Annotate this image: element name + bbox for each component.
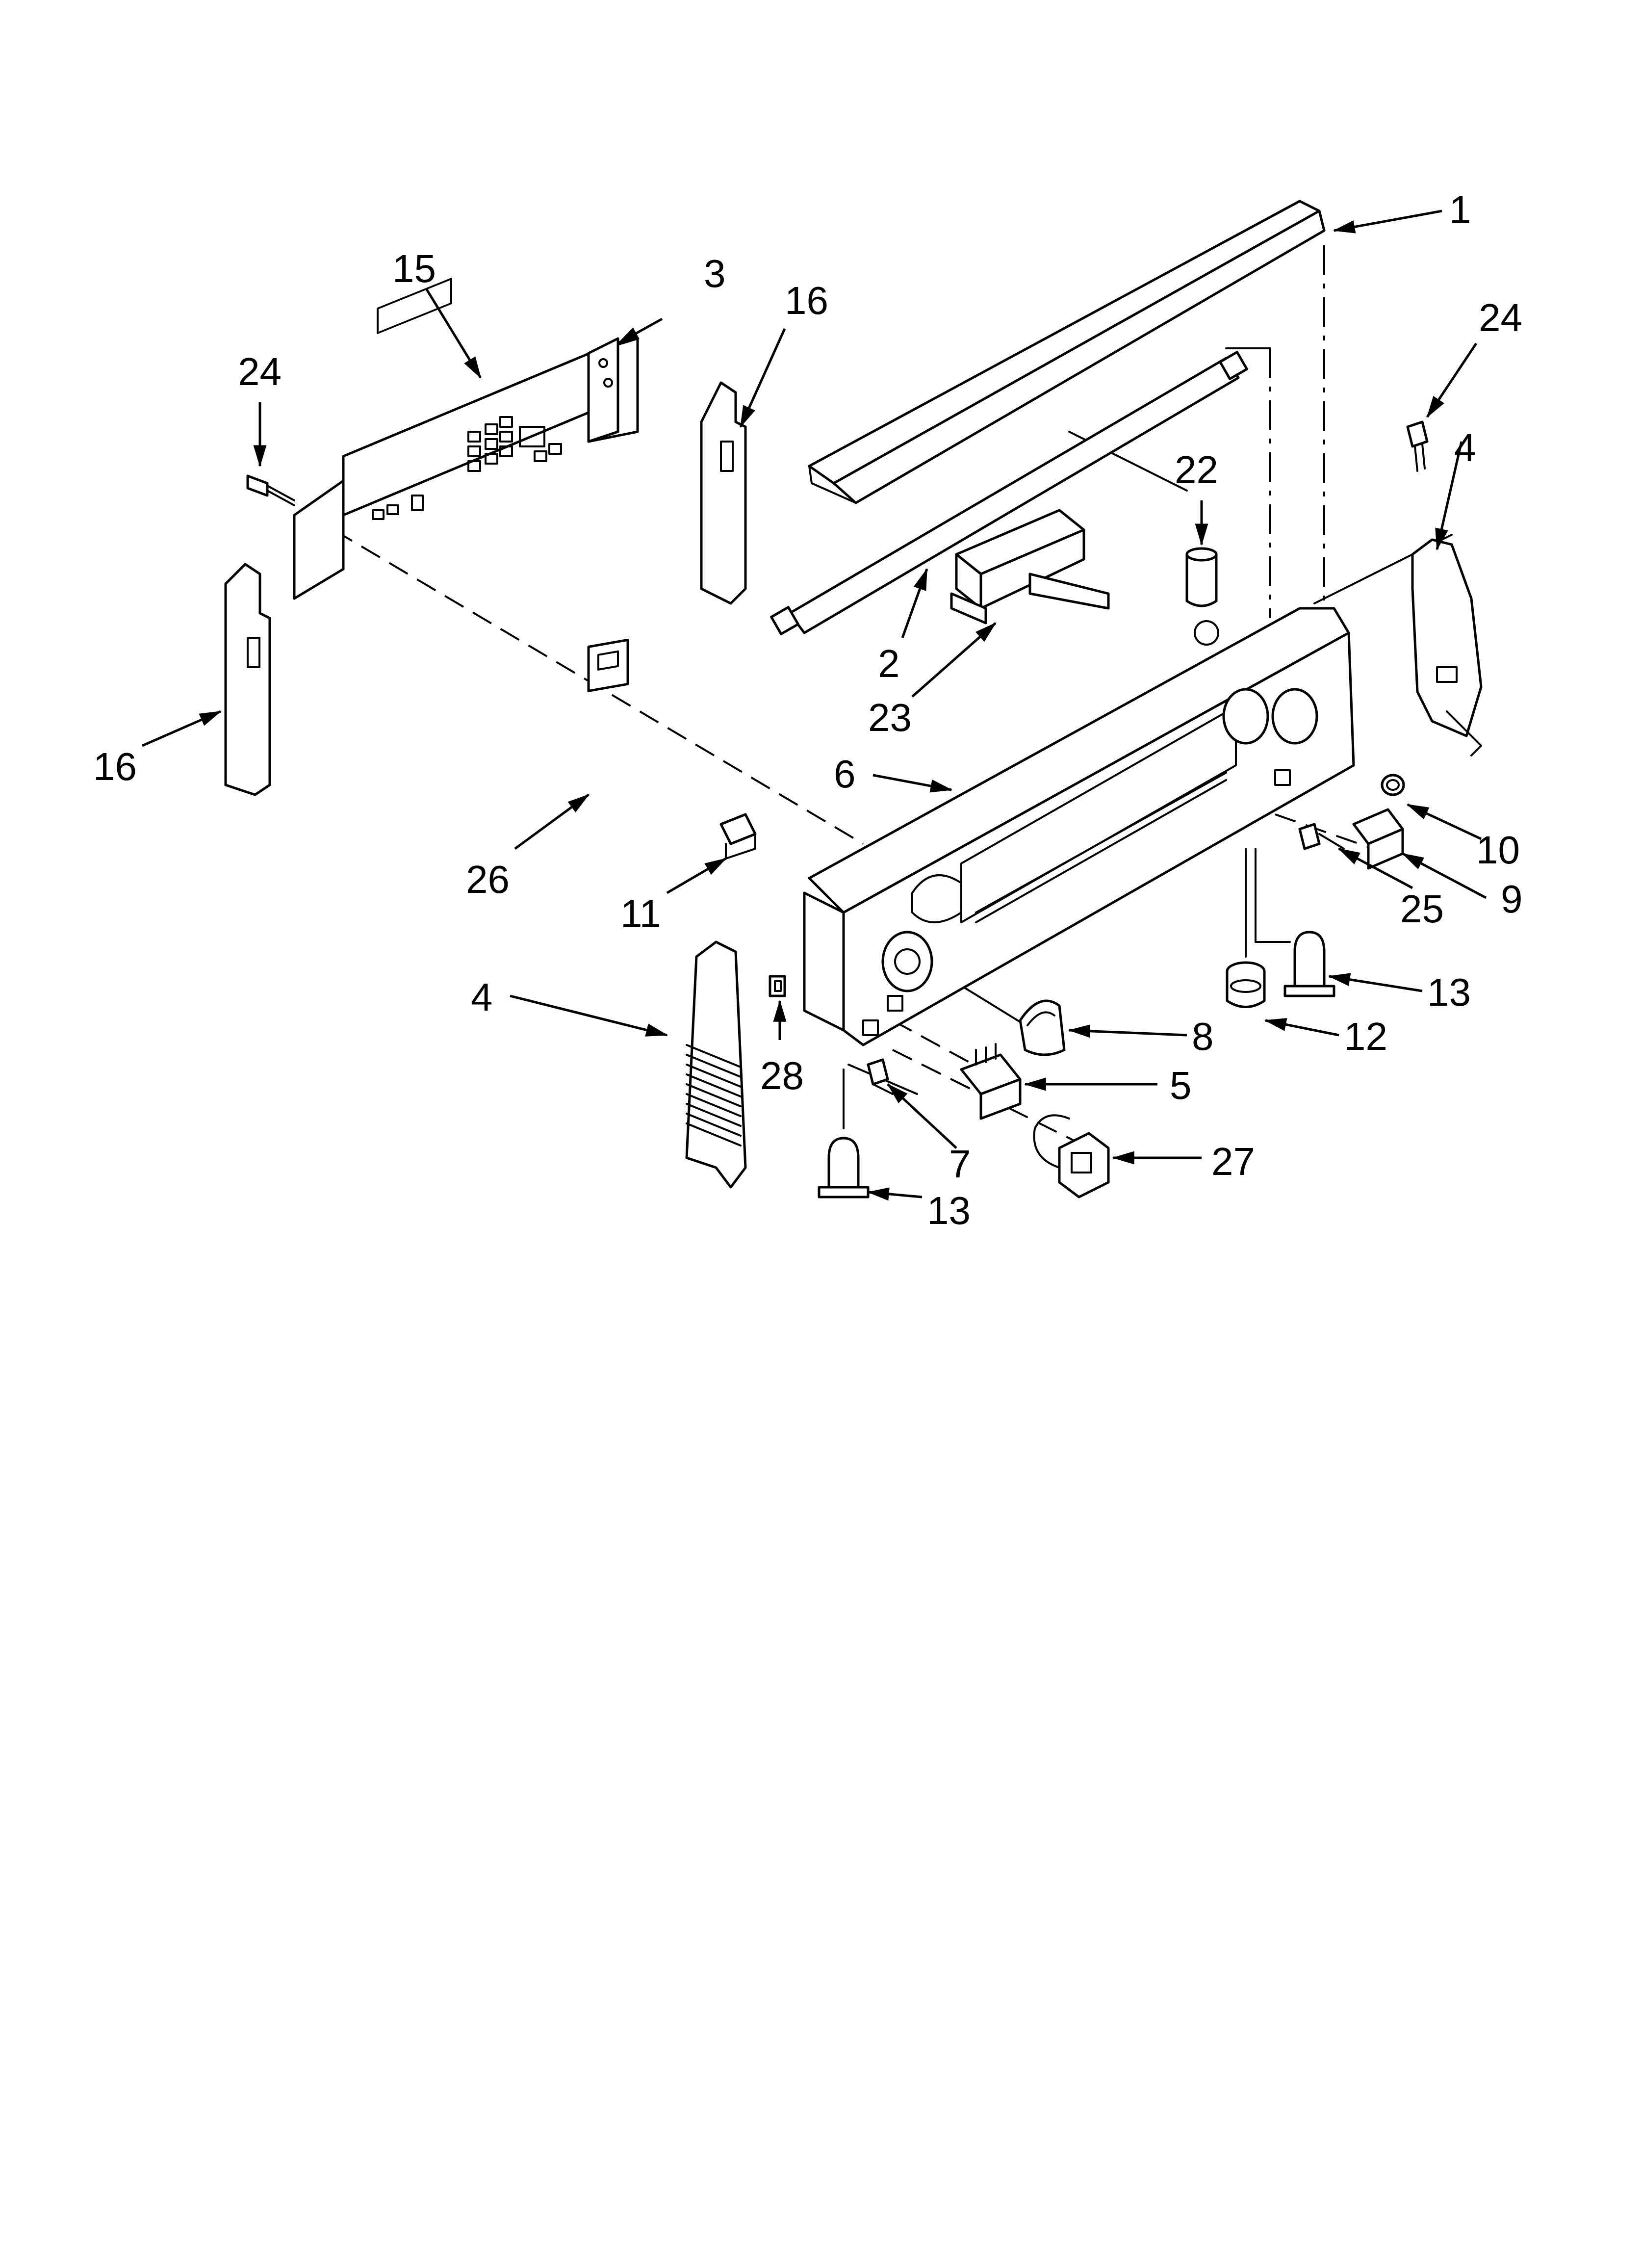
screw-24-right [1406,420,1429,472]
capacitor-part [1185,547,1218,607]
callout-28: 28 [760,1054,804,1097]
button-10-part [1381,774,1405,796]
callout-22: 22 [1175,448,1218,492]
screw-7 [867,1058,894,1095]
end-bracket-right-part [1411,538,1483,756]
leader-arrows [141,209,1487,1201]
callout-16-right: 16 [785,279,828,322]
switch-26-part [587,638,629,692]
callout-8: 8 [1192,1015,1214,1058]
callout-23: 23 [868,696,912,739]
callout-9: 9 [1501,877,1523,921]
foot-13-right-part [1283,931,1335,997]
callout-10: 10 [1476,828,1520,872]
callout-4-left: 4 [471,975,493,1019]
callout-5: 5 [1170,1064,1192,1107]
knob-8-part [1019,999,1066,1056]
callout-6: 6 [834,752,856,796]
end-cap-left-part [685,940,747,1189]
callout-24-right: 24 [1479,296,1522,339]
callout-13-right: 13 [1427,970,1471,1014]
screw-25 [1298,823,1345,850]
control-panel-part [293,278,639,600]
keypad-buttons [372,416,562,520]
callout-3: 3 [704,252,726,295]
callout-2: 2 [878,642,900,685]
callout-7: 7 [949,1142,971,1186]
callout-25: 25 [1400,887,1444,931]
side-trim-right-part [700,381,747,605]
callout-16-left: 16 [93,745,137,788]
callout-4-right: 4 [1454,426,1476,469]
callout-26: 26 [466,858,510,901]
clip-11-part [719,813,757,860]
side-trim-left-part [224,563,271,796]
ballast-part [950,509,1110,625]
callout-12: 12 [1344,1015,1387,1058]
clip-28-part [769,975,786,997]
callout-11: 11 [620,892,661,936]
callout-24-left: 24 [238,350,282,393]
foot-13-left-part [818,1137,870,1199]
switch-5-part [960,1043,1022,1120]
callout-labels: 1 2 3 4 4 5 6 7 8 9 10 11 12 13 13 15 16… [93,188,1523,1232]
callout-1: 1 [1449,188,1471,232]
top-trim-part [808,200,1326,504]
callout-15: 15 [392,247,436,290]
screw-24-left [246,474,295,506]
fluorescent-tube-part [770,351,1248,635]
console-panel-part [803,607,1355,1046]
lamp-socket-27-part [1033,1114,1110,1199]
mounting-bracket-part [587,337,619,443]
callout-13-left: 13 [927,1189,971,1232]
socket-12-part [1226,961,1266,1008]
callout-27: 27 [1211,1140,1255,1183]
